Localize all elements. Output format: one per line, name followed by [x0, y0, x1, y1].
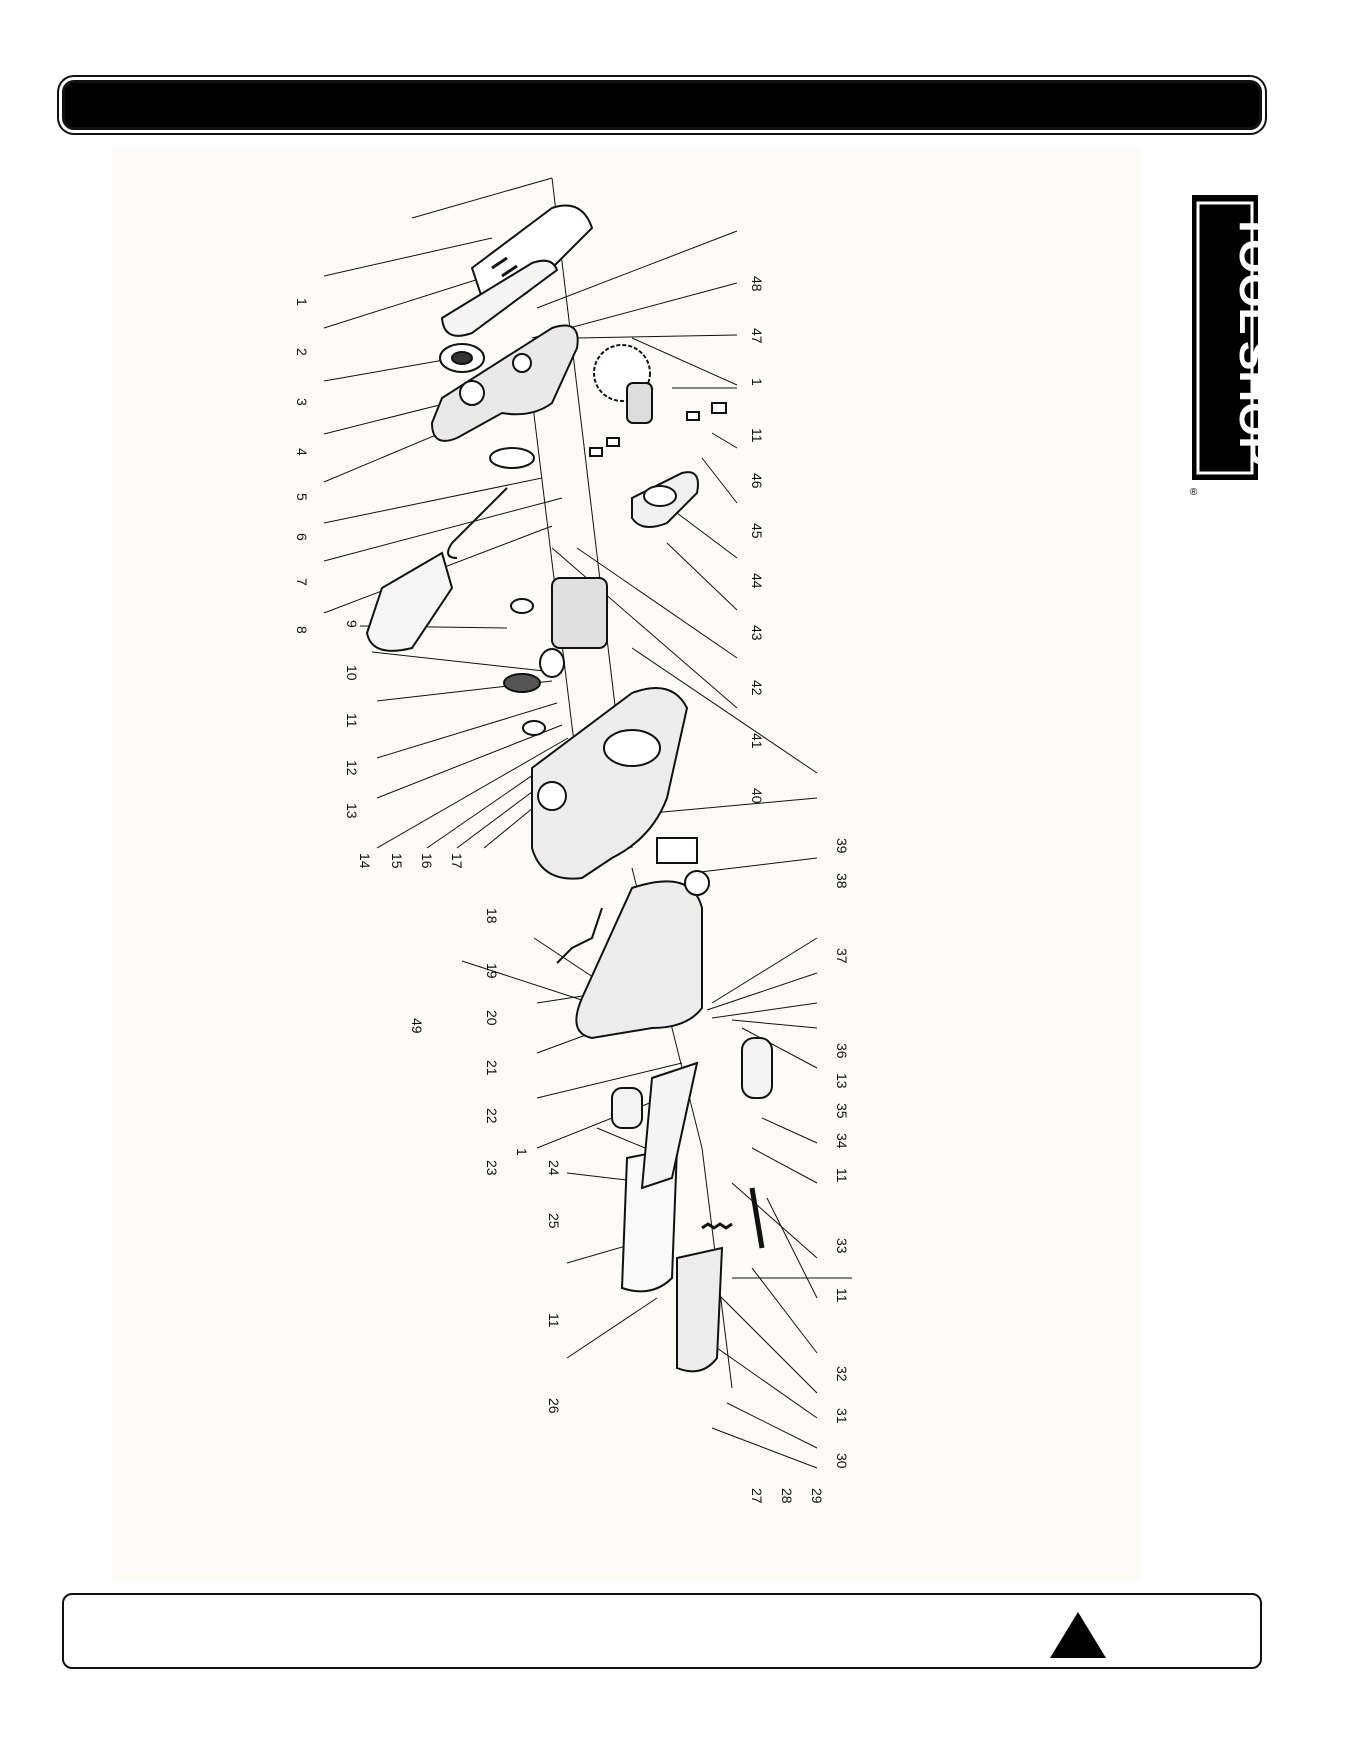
- part-number-label: 32: [834, 1366, 850, 1382]
- warning-triangle-icon: [1048, 1610, 1108, 1660]
- part-number-label: 10: [344, 665, 360, 681]
- logo-registered-mark: ®: [1190, 487, 1198, 498]
- part-number-label: 27: [749, 1488, 765, 1504]
- part-number-label: 45: [749, 523, 765, 539]
- part-number-label: 34: [834, 1133, 850, 1149]
- part-number-label: 11: [749, 428, 765, 443]
- header-bar: [62, 80, 1262, 130]
- part-number-label: 30: [834, 1453, 850, 1469]
- part-number-label: 38: [834, 873, 850, 889]
- part-number-label: 37: [834, 948, 850, 964]
- part-number-label: 11: [834, 1168, 850, 1183]
- part-number-label: 9: [344, 620, 360, 628]
- part-number-label: 13: [834, 1073, 850, 1089]
- part-number-label: 46: [749, 473, 765, 489]
- part-number-label: 1: [749, 378, 765, 386]
- toolshop-logo: TOOL SHOP ®: [1188, 193, 1262, 498]
- part-number-label: 26: [546, 1398, 562, 1414]
- part-number-label: 12: [344, 760, 360, 776]
- part-number-label: 44: [749, 573, 765, 589]
- part-number-label: 22: [484, 1108, 500, 1124]
- part-number-label: 36: [834, 1043, 850, 1059]
- diagram-svg: 1234567891011121314151617181920212223241…: [112, 148, 1140, 1580]
- part-number-label: 2: [294, 348, 310, 356]
- part-number-label: 25: [546, 1213, 562, 1229]
- part-number-label: 4: [294, 448, 310, 456]
- part-number-label: 24: [546, 1160, 562, 1176]
- part-number-label: 20: [484, 1010, 500, 1026]
- part-number-label: 17: [449, 853, 465, 869]
- part-number-label: 47: [749, 328, 765, 344]
- part-number-label: 3: [294, 398, 310, 406]
- part-number-label: 16: [419, 853, 435, 869]
- part-number-label: 23: [484, 1160, 500, 1176]
- part-number-label: 1: [294, 298, 310, 306]
- part-number-label: 11: [344, 713, 360, 728]
- part-number-label: 48: [749, 276, 765, 292]
- toolshop-logo-icon: TOOL SHOP ®: [1188, 193, 1262, 498]
- part-number-label: 29: [809, 1488, 825, 1504]
- part-number-label: 14: [357, 853, 373, 869]
- part-number-label: 49: [409, 1018, 425, 1034]
- logo-line1: TOOL: [1230, 213, 1262, 334]
- logo-line2: SHOP: [1230, 341, 1262, 466]
- part-number-label: 6: [294, 533, 310, 541]
- part-number-label: 35: [834, 1103, 850, 1119]
- part-number-label: 15: [389, 853, 405, 869]
- part-number-label: 11: [546, 1313, 562, 1328]
- part-number-label: 13: [344, 803, 360, 819]
- part-number-label: 43: [749, 625, 765, 641]
- part-number-label: 41: [749, 733, 765, 749]
- part-number-label: 8: [294, 626, 310, 634]
- part-number-label: 42: [749, 680, 765, 696]
- part-number-label: 19: [484, 963, 500, 979]
- part-number-label: 18: [484, 908, 500, 924]
- part-number-label: 28: [779, 1488, 795, 1504]
- part-number-label: 5: [294, 493, 310, 501]
- part-number-label: 39: [834, 838, 850, 854]
- part-number-label: 40: [749, 788, 765, 804]
- part-number-label: 21: [484, 1060, 500, 1076]
- part-number-label: 11: [834, 1288, 850, 1303]
- part-number-label: 33: [834, 1238, 850, 1254]
- part-number-label: 7: [294, 578, 310, 586]
- part-number-label: 1: [514, 1148, 530, 1156]
- part-number-label: 31: [834, 1408, 850, 1424]
